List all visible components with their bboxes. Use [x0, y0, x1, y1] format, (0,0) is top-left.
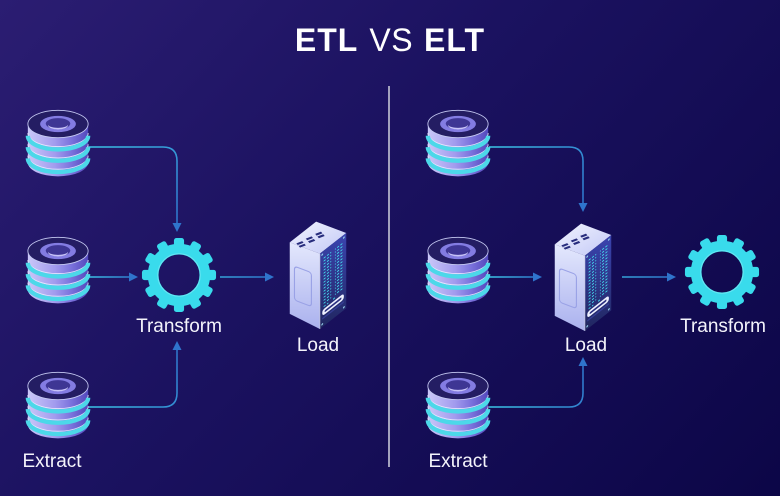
- arrow-etl-transform-to-load: [220, 272, 274, 282]
- arrow-etl-source3-to-transform: [87, 341, 182, 408]
- database-icon: [425, 108, 491, 182]
- server-icon: [551, 216, 615, 333]
- elt-transform-label: Transform: [680, 316, 766, 337]
- elt-load-label: Load: [564, 335, 608, 356]
- title-elt: ELT: [424, 22, 486, 58]
- etl-extract-label: Extract: [22, 451, 82, 472]
- gear-icon: [683, 233, 761, 311]
- title-vs: VS: [369, 22, 414, 58]
- arrow-elt-source3-to-load: [489, 357, 588, 408]
- etl-transform-label: Transform: [136, 316, 222, 337]
- arrow-etl-source2-to-transform: [87, 272, 138, 282]
- arrow-elt-source1-to-load: [489, 146, 588, 212]
- database-icon: [25, 235, 91, 309]
- elt-extract-label: Extract: [428, 451, 488, 472]
- database-icon: [25, 108, 91, 182]
- page-title: ETL VS ELT: [0, 22, 780, 59]
- database-icon: [25, 370, 91, 444]
- etl-load-label: Load: [296, 335, 340, 356]
- database-icon: [425, 235, 491, 309]
- arrow-elt-load-to-transform: [622, 272, 676, 282]
- title-etl: ETL: [294, 22, 359, 58]
- gear-icon: [140, 236, 218, 314]
- arrow-etl-source1-to-transform: [87, 146, 182, 232]
- arrow-elt-source2-to-load: [489, 272, 542, 282]
- database-icon: [425, 370, 491, 444]
- server-icon: [286, 214, 350, 331]
